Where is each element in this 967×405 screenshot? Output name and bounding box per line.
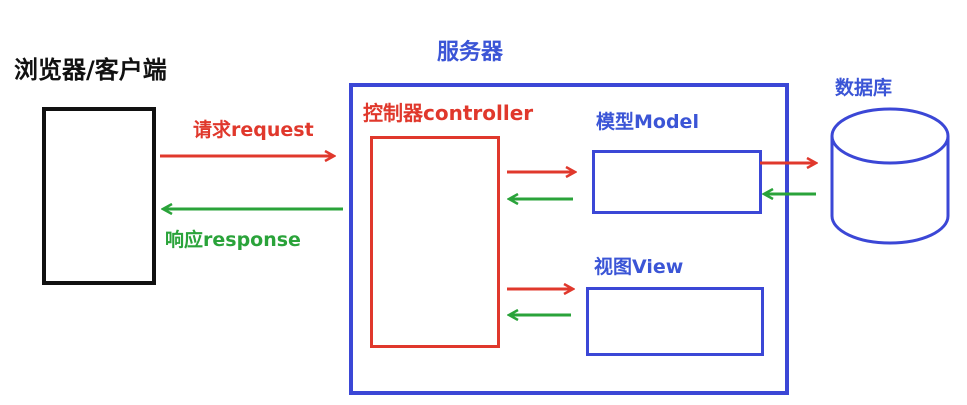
server-box xyxy=(349,83,789,395)
controller-box xyxy=(370,136,500,348)
response-label: 响应response xyxy=(165,229,301,251)
view-label: 视图View xyxy=(594,256,684,278)
server-label: 服务器 xyxy=(437,40,504,65)
view-box xyxy=(586,287,764,356)
client-box xyxy=(42,107,156,285)
model-box xyxy=(592,150,762,214)
database-label: 数据库 xyxy=(835,77,893,99)
request-label: 请求request xyxy=(193,119,314,141)
database-cylinder-icon xyxy=(830,107,950,245)
client-label: 浏览器/客户端 xyxy=(14,56,167,84)
controller-label: 控制器controller xyxy=(363,101,534,125)
model-label: 模型Model xyxy=(596,111,699,133)
